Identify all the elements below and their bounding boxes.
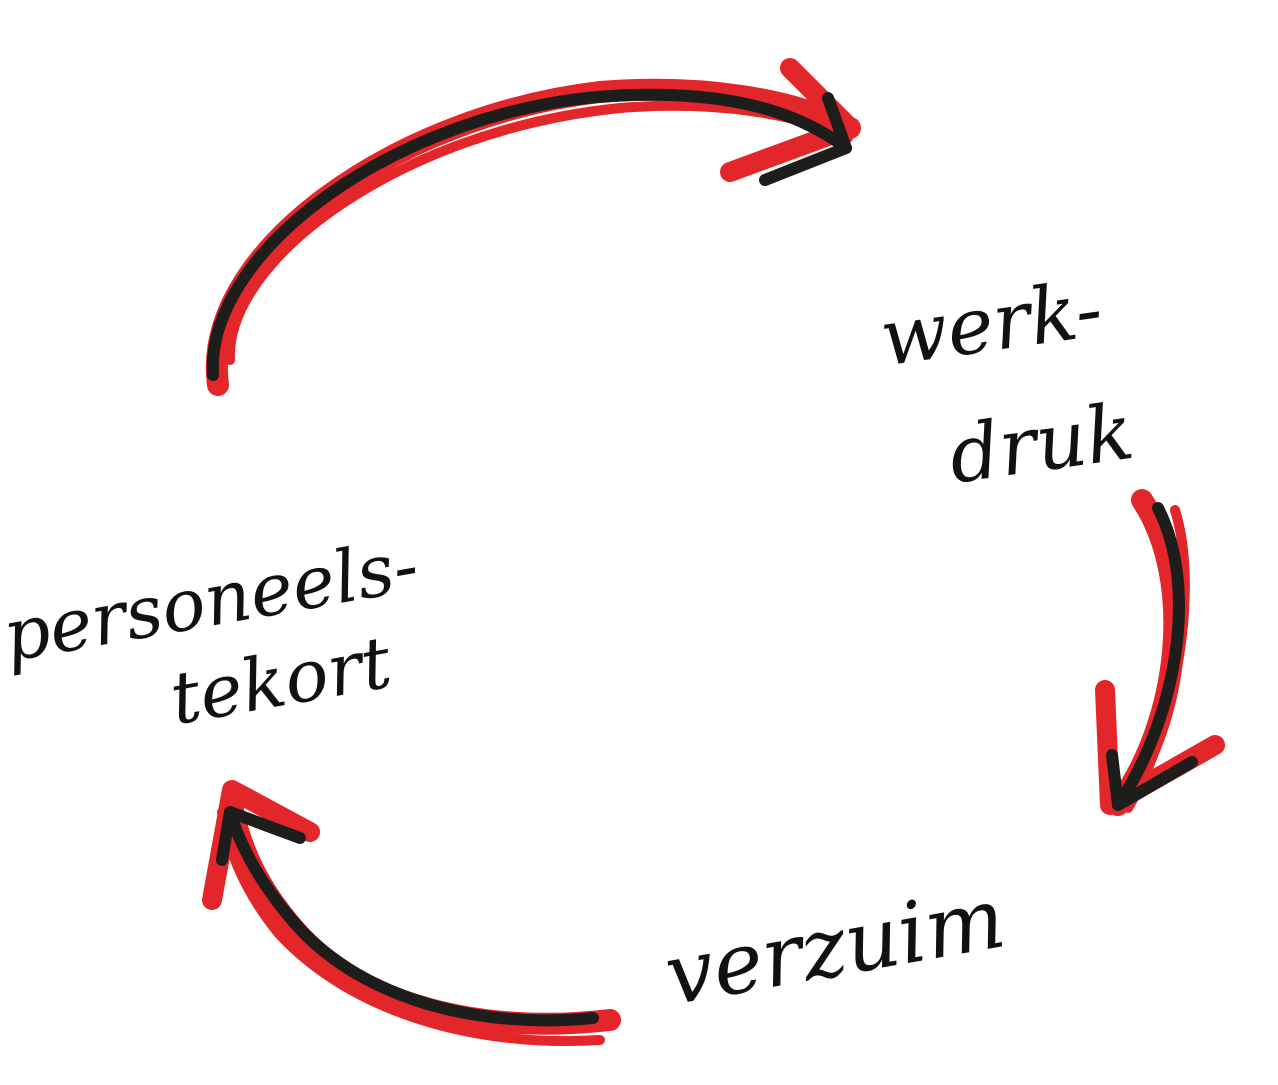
arrow-personeelstekort-to-werkdruk [205,58,861,396]
arrow-werkdruk-to-verzuim [1095,489,1225,816]
arrow-verzuim-to-personeelstekort [202,780,621,1047]
